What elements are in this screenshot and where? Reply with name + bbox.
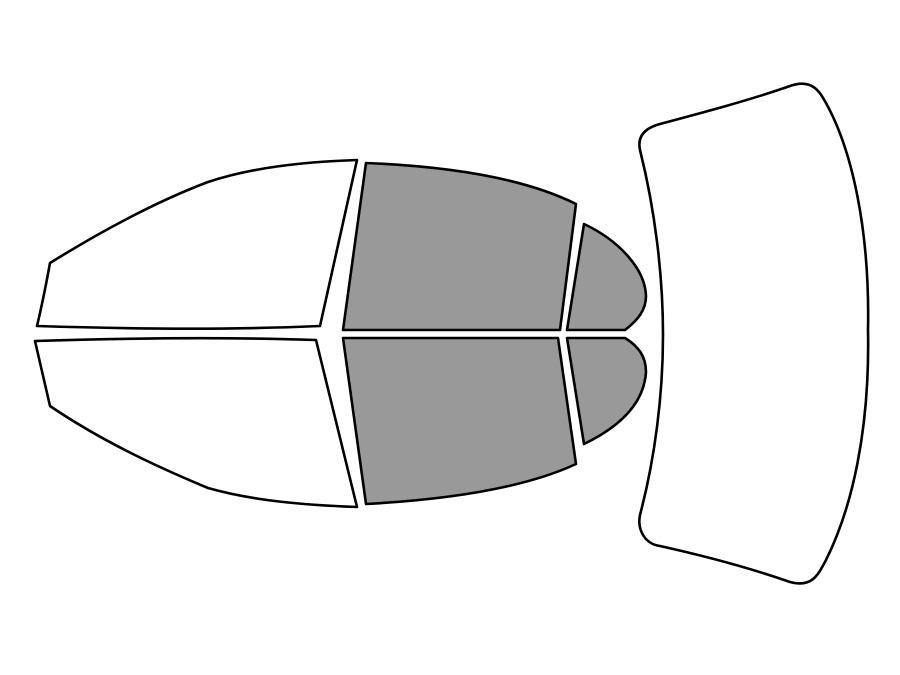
windshield-top-half[interactable] (35, 158, 359, 330)
rear-window[interactable] (638, 82, 870, 585)
windshield-bottom-half[interactable] (33, 336, 359, 509)
front-door-window-top[interactable] (341, 161, 578, 332)
rear-quarter-window-top[interactable] (565, 222, 648, 332)
front-door-window-bottom[interactable] (341, 336, 578, 506)
rear-quarter-window-bottom[interactable] (565, 336, 648, 446)
